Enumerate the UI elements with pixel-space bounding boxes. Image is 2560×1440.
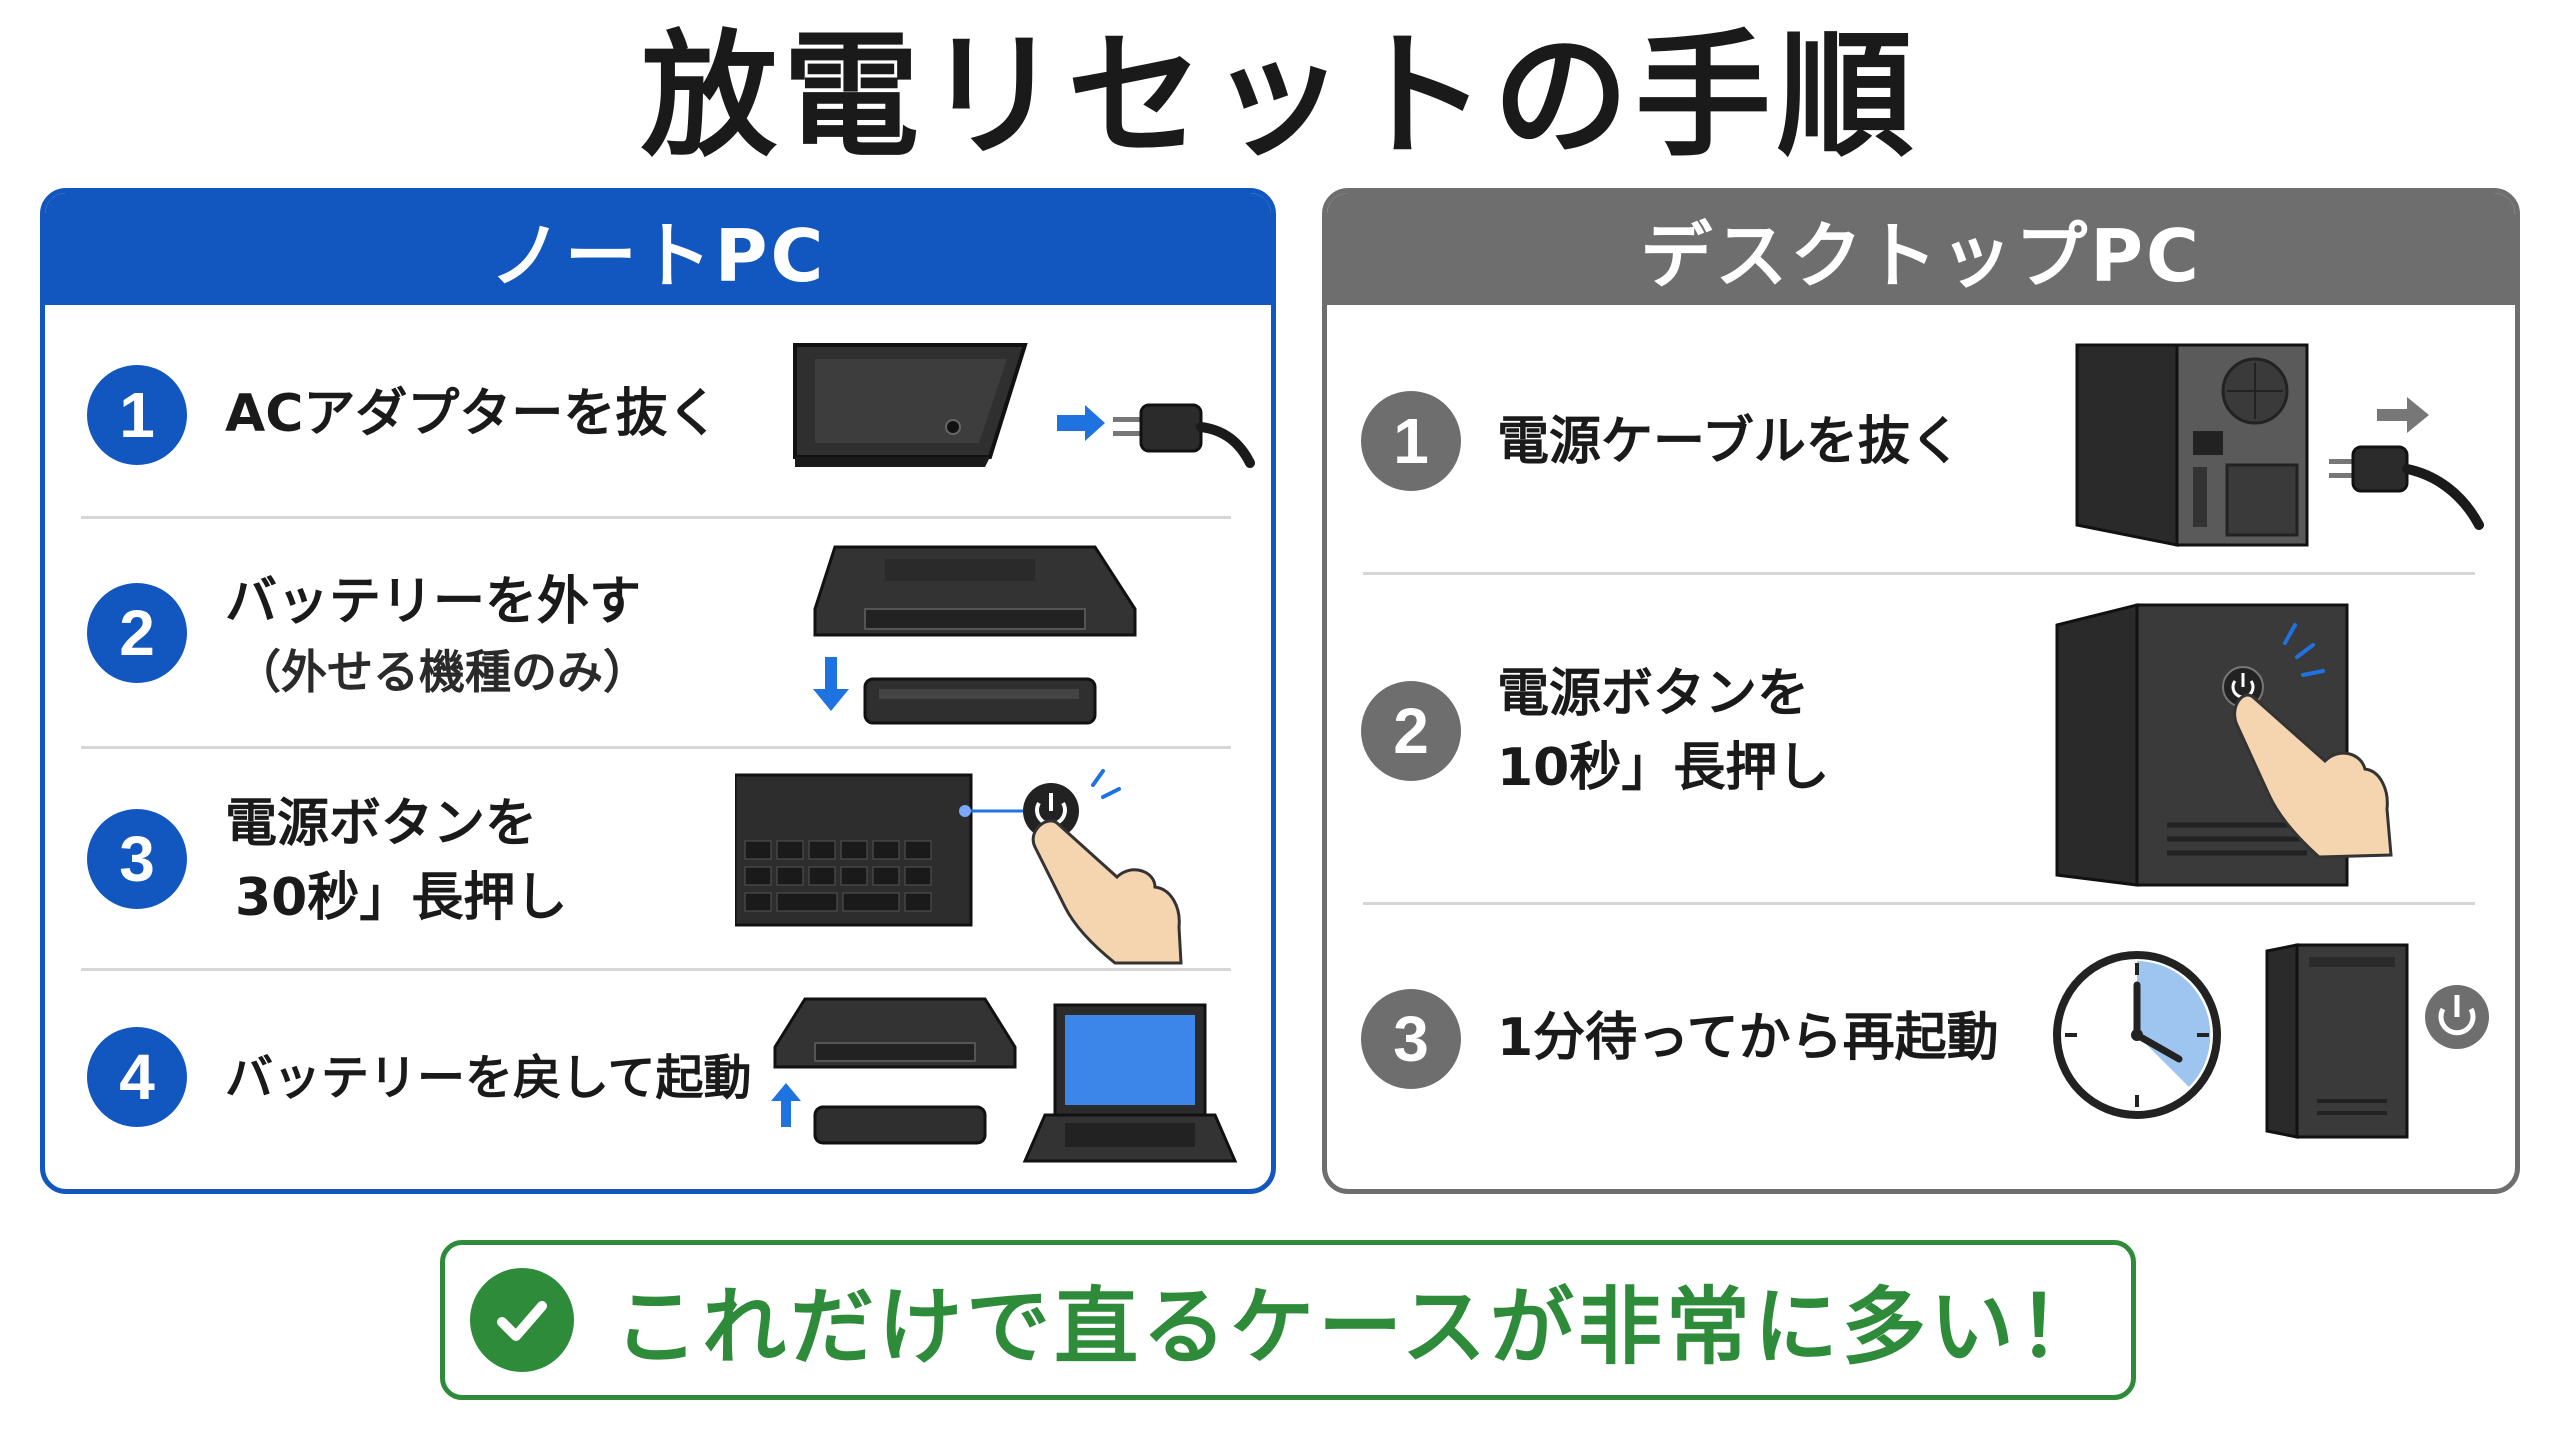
pointing-hand-icon: [1031, 819, 1183, 965]
laptop-step-2: 2 バッテリーを外す （外せる機種のみ）: [45, 519, 1271, 749]
arrow-icon: [813, 657, 849, 711]
page-title: 放電リセットの手順: [641, 18, 1919, 176]
step-label: 電源ケーブルを抜く: [1497, 412, 1962, 472]
power-button-icon: [2425, 985, 2489, 1049]
desktop-tower-power-icon: [2265, 943, 2489, 1139]
step-number-badge: 1: [87, 365, 187, 465]
laptop-side-with-plug-illustration: [793, 343, 1255, 468]
laptop-step-3: 3 電源ボタンを 30秒」長押し: [45, 749, 1271, 971]
step-label-2: 10秒」長押し: [1497, 738, 1830, 798]
battery-insert-and-boot-illustration: [771, 997, 1238, 1163]
step-label: 電源ボタンを: [1497, 664, 1810, 724]
laptop-panel: ノートPC 1 ACアダプターを抜く 2 バッテリーを外す （外せる機種のみ）: [40, 188, 1276, 1194]
arrow-icon: [1057, 405, 1105, 441]
laptop-step-1: 1 ACアダプターを抜く: [45, 305, 1271, 519]
step-label: バッテリーを戻して起動: [225, 1050, 752, 1106]
power-plug-icon: [2329, 445, 2484, 530]
desktop-power-press-illustration: [2055, 603, 2393, 887]
step-label: バッテリーを外す: [225, 572, 642, 632]
step-label: 電源ボタンを: [225, 794, 538, 854]
arrow-icon: [771, 1083, 801, 1127]
footer-callout: これだけで直るケースが非常に多い！: [440, 1240, 2136, 1400]
desktop-step-1: 1 電源ケーブルを抜く: [1327, 305, 2515, 575]
laptop-step-4: 4 バッテリーを戻して起動: [45, 971, 1271, 1189]
arrow-icon: [2377, 397, 2429, 433]
power-plug-icon: [1113, 403, 1255, 468]
check-icon: [470, 1268, 575, 1372]
clock-icon: [2053, 951, 2221, 1119]
step-number-badge: 3: [87, 809, 187, 909]
laptop-on-icon: [1022, 1003, 1238, 1163]
step-label: 1分待ってから再起動: [1497, 1008, 1999, 1068]
step-number-badge: 3: [1361, 989, 1461, 1089]
laptop-panel-header: ノートPC: [45, 193, 1271, 305]
desktop-step-3: 3 1分待ってから再起動: [1327, 905, 2515, 1189]
footer-message: これだけで直るケースが非常に多い！: [614, 1277, 2106, 1376]
pointing-hand-icon: [2233, 693, 2393, 859]
step-number-badge: 2: [87, 583, 187, 683]
step-number-badge: 4: [87, 1027, 187, 1127]
step-number-badge: 1: [1361, 391, 1461, 491]
desktop-panel-header: デスクトップPC: [1327, 193, 2515, 305]
laptop-battery-removal-illustration: [813, 545, 1137, 725]
desktop-rear-with-plug-illustration: [2075, 343, 2484, 547]
laptop-power-press-illustration: [735, 769, 1183, 965]
desktop-panel: デスクトップPC 1 電源ケーブルを抜く 2 電源ボタンを: [1322, 188, 2520, 1194]
step-label-2: 30秒」長押し: [235, 868, 568, 928]
step-sublabel: （外せる機種のみ）: [235, 645, 649, 699]
step-number-badge: 2: [1361, 681, 1461, 781]
desktop-step-2: 2 電源ボタンを 10秒」長押し: [1327, 575, 2515, 905]
step-label: ACアダプターを抜く: [225, 384, 720, 444]
